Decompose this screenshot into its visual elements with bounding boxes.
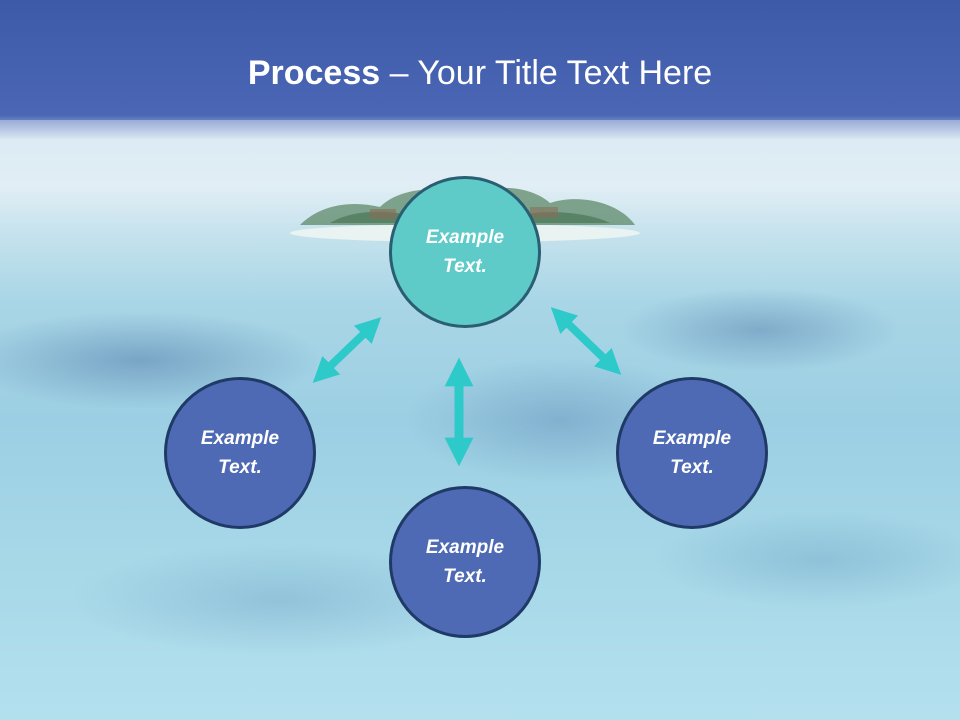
- node-top: Example Text.: [389, 176, 541, 328]
- arrow-top-right: [550, 307, 622, 375]
- node-bottom-label: Example Text.: [425, 537, 505, 587]
- title-bold: Process: [247, 54, 381, 92]
- arrow-top-left: [312, 317, 382, 383]
- node-right-label: Example Text.: [652, 428, 732, 478]
- node-right: Example Text.: [616, 377, 768, 529]
- title-rest: – Your Title Text Here: [380, 54, 713, 92]
- node-top-label: Example Text.: [425, 227, 505, 277]
- node-left: Example Text.: [164, 377, 316, 529]
- node-left-label: Example Text.: [200, 428, 280, 478]
- slide-title: Process – Your Title Text Here: [0, 54, 960, 93]
- node-bottom: Example Text.: [389, 486, 541, 638]
